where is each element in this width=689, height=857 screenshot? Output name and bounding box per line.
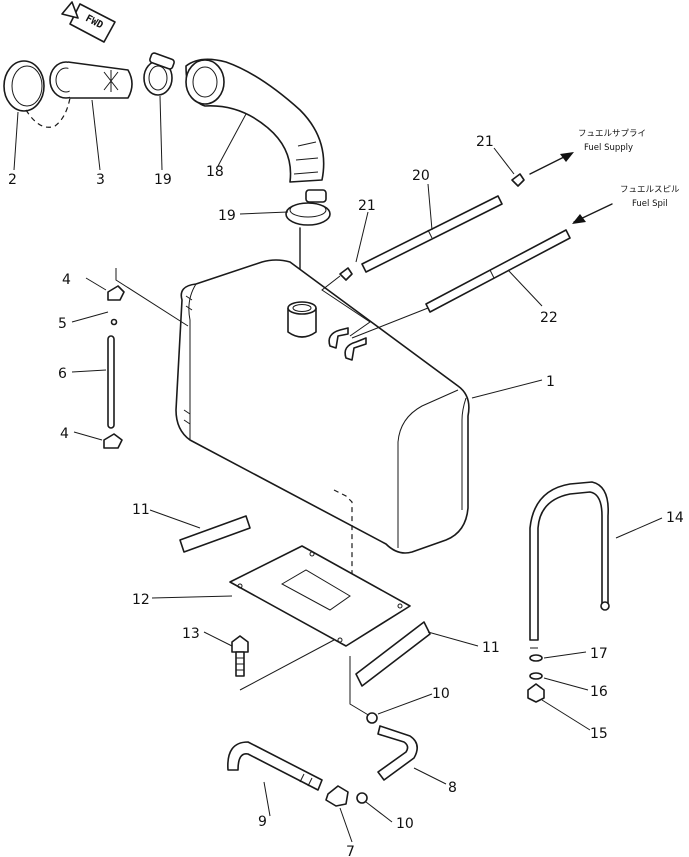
fuel-spill-label: Fuel Spil: [632, 199, 668, 209]
callout-2: 2: [8, 172, 17, 188]
strap-washer: [529, 654, 543, 662]
cap-chain: [25, 97, 71, 128]
callout-3: 3: [96, 172, 105, 188]
callout-5: 5: [58, 316, 67, 332]
pipe-connector-line: [351, 307, 429, 339]
mounting-plate: [229, 545, 411, 647]
filler-cap: [3, 60, 45, 112]
drain-hose: [377, 725, 418, 781]
callout-8: 8: [448, 780, 457, 796]
fuel-supply-label: Fuel Supply: [584, 143, 633, 153]
tank-pad-left: [179, 515, 251, 553]
callout-6: 6: [58, 366, 67, 382]
callout-9: 9: [258, 814, 267, 830]
callout-4-top: 4: [62, 272, 71, 288]
bolt-leader: [239, 639, 335, 691]
drain-clamp-upper: [366, 712, 378, 724]
callout-15: 15: [590, 726, 608, 742]
hose-clamp-middle: [285, 189, 331, 226]
forward-arrow-icon: FWD: [61, 1, 116, 43]
callout-14: 14: [666, 510, 684, 526]
callout-18: 18: [206, 164, 224, 180]
callout-1: 1: [546, 374, 555, 390]
drain-clamp-lower: [356, 792, 368, 804]
fuel-spill-jp-label: フュエルスピル: [620, 185, 680, 195]
drain-valve: [325, 785, 349, 807]
strap-nut: [527, 683, 545, 703]
level-gauge-rod: [103, 285, 125, 449]
tank-strap: [529, 481, 610, 649]
callout-13: 13: [182, 626, 200, 642]
fuel-supply-jp-label: フュエルサプライ: [578, 129, 646, 139]
filler-neck: [49, 61, 133, 99]
callout-21-left: 21: [358, 198, 376, 214]
callout-7: 7: [346, 844, 355, 857]
callout-10-upper: 10: [432, 686, 450, 702]
callout-21-right: 21: [476, 134, 494, 150]
callout-17: 17: [590, 646, 608, 662]
fitting-leader: [321, 275, 371, 337]
leader-lines: [13, 95, 663, 843]
callout-16: 16: [590, 684, 608, 700]
callout-11-left: 11: [132, 502, 150, 518]
callout-20: 20: [412, 168, 430, 184]
tank-pad-right: [355, 621, 431, 687]
callout-4-bottom: 4: [60, 426, 69, 442]
drain-pipe: [227, 741, 323, 791]
fuel-spill-arrow-icon: [572, 203, 613, 224]
callout-19-middle: 19: [218, 208, 236, 224]
callout-11-right: 11: [482, 640, 500, 656]
spill-pipe: [425, 229, 571, 313]
callout-19-top: 19: [154, 172, 172, 188]
fuel-hose: [185, 58, 325, 183]
callout-10-lower: 10: [396, 816, 414, 832]
mounting-bolt: [231, 635, 249, 677]
hose-clamp-top: [143, 52, 175, 96]
drain-leader: [349, 656, 371, 717]
callout-12: 12: [132, 592, 150, 608]
supply-pipe: [339, 173, 525, 281]
callout-22: 22: [540, 310, 558, 326]
fuel-tank: [175, 259, 470, 600]
strap-lock-washer: [529, 672, 543, 680]
bracket-leader: [115, 268, 189, 327]
fuel-supply-arrow-icon: [529, 152, 574, 175]
